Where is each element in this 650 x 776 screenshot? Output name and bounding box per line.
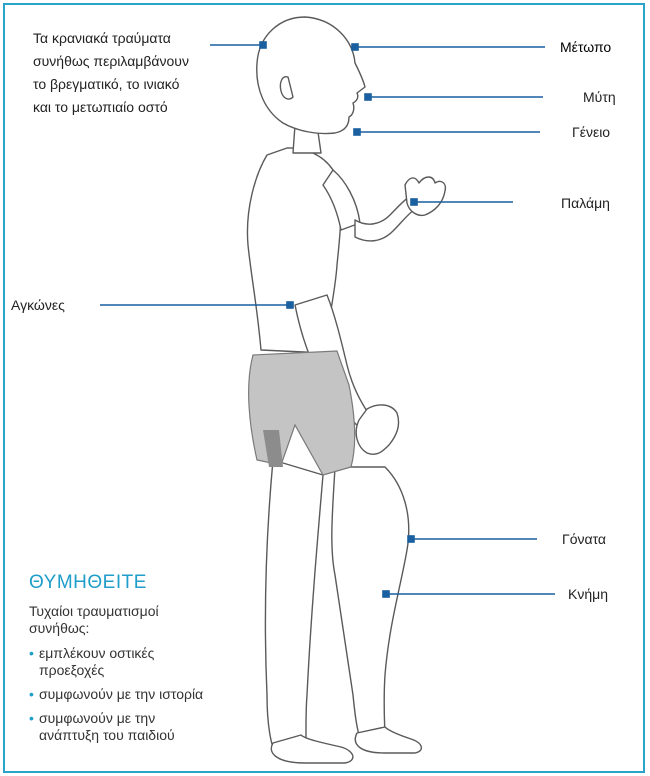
note-line: συνήθως περιλαμβάνουν [33, 50, 233, 73]
bullet-dot: • [29, 645, 34, 662]
intro-line: συνήθως: [29, 620, 269, 637]
note-line: και το μετωπιαίο οστό [33, 96, 233, 119]
shorts [249, 351, 355, 475]
label-nose: Μύτη [583, 88, 616, 106]
remember-bullet: • εμπλέκουν οστικές προεξοχές [29, 645, 269, 679]
head [257, 17, 365, 134]
front-foot [355, 727, 421, 753]
note-line: Τα κρανιακά τραύματα [33, 27, 233, 50]
remember-bullet: • συμφωνούν με την ανάπτυξη του παιδιού [29, 710, 269, 744]
raised-hand [405, 177, 445, 215]
remember-box: ΘΥΜΗΘΕΙΤΕ Τυχαίοι τραυματισμοί συνήθως: … [29, 572, 269, 751]
label-forehead: Μέτωπο [560, 38, 611, 56]
head-injury-note: Τα κρανιακά τραύματα συνήθως περιλαμβάνο… [33, 27, 233, 119]
bullet-line: συμφωνούν με την ιστορία [39, 686, 269, 703]
figure-frame: Τα κρανιακά τραύματα συνήθως περιλαμβάνο… [3, 3, 645, 773]
label-shin: Κνήμη [568, 585, 608, 603]
remember-list: • εμπλέκουν οστικές προεξοχές • συμφωνού… [29, 645, 269, 744]
bullet-line: ανάπτυξη του παιδιού [39, 727, 269, 744]
label-knees: Γόνατα [562, 530, 606, 548]
note-line: το βρεγματικό, το ινιακό [33, 73, 233, 96]
intro-line: Τυχαίοι τραυματισμοί [29, 603, 269, 620]
label-palm: Παλάμη [561, 194, 610, 212]
label-elbows: Αγκώνες [11, 296, 65, 314]
front-leg [332, 467, 409, 741]
remember-title: ΘΥΜΗΘΕΙΤΕ [29, 572, 269, 594]
remember-intro: Τυχαίοι τραυματισμοί συνήθως: [29, 603, 269, 637]
bullet-dot: • [29, 710, 34, 727]
bullet-line: συμφωνούν με την [39, 710, 269, 727]
raised-arm [355, 197, 415, 241]
bullet-line: εμπλέκουν οστικές [39, 645, 269, 662]
label-chin: Γένειο [572, 123, 610, 141]
remember-bullet: • συμφωνούν με την ιστορία [29, 686, 269, 703]
bullet-line: προεξοχές [39, 662, 269, 679]
bullet-dot: • [29, 686, 34, 703]
back-leg [265, 460, 323, 757]
